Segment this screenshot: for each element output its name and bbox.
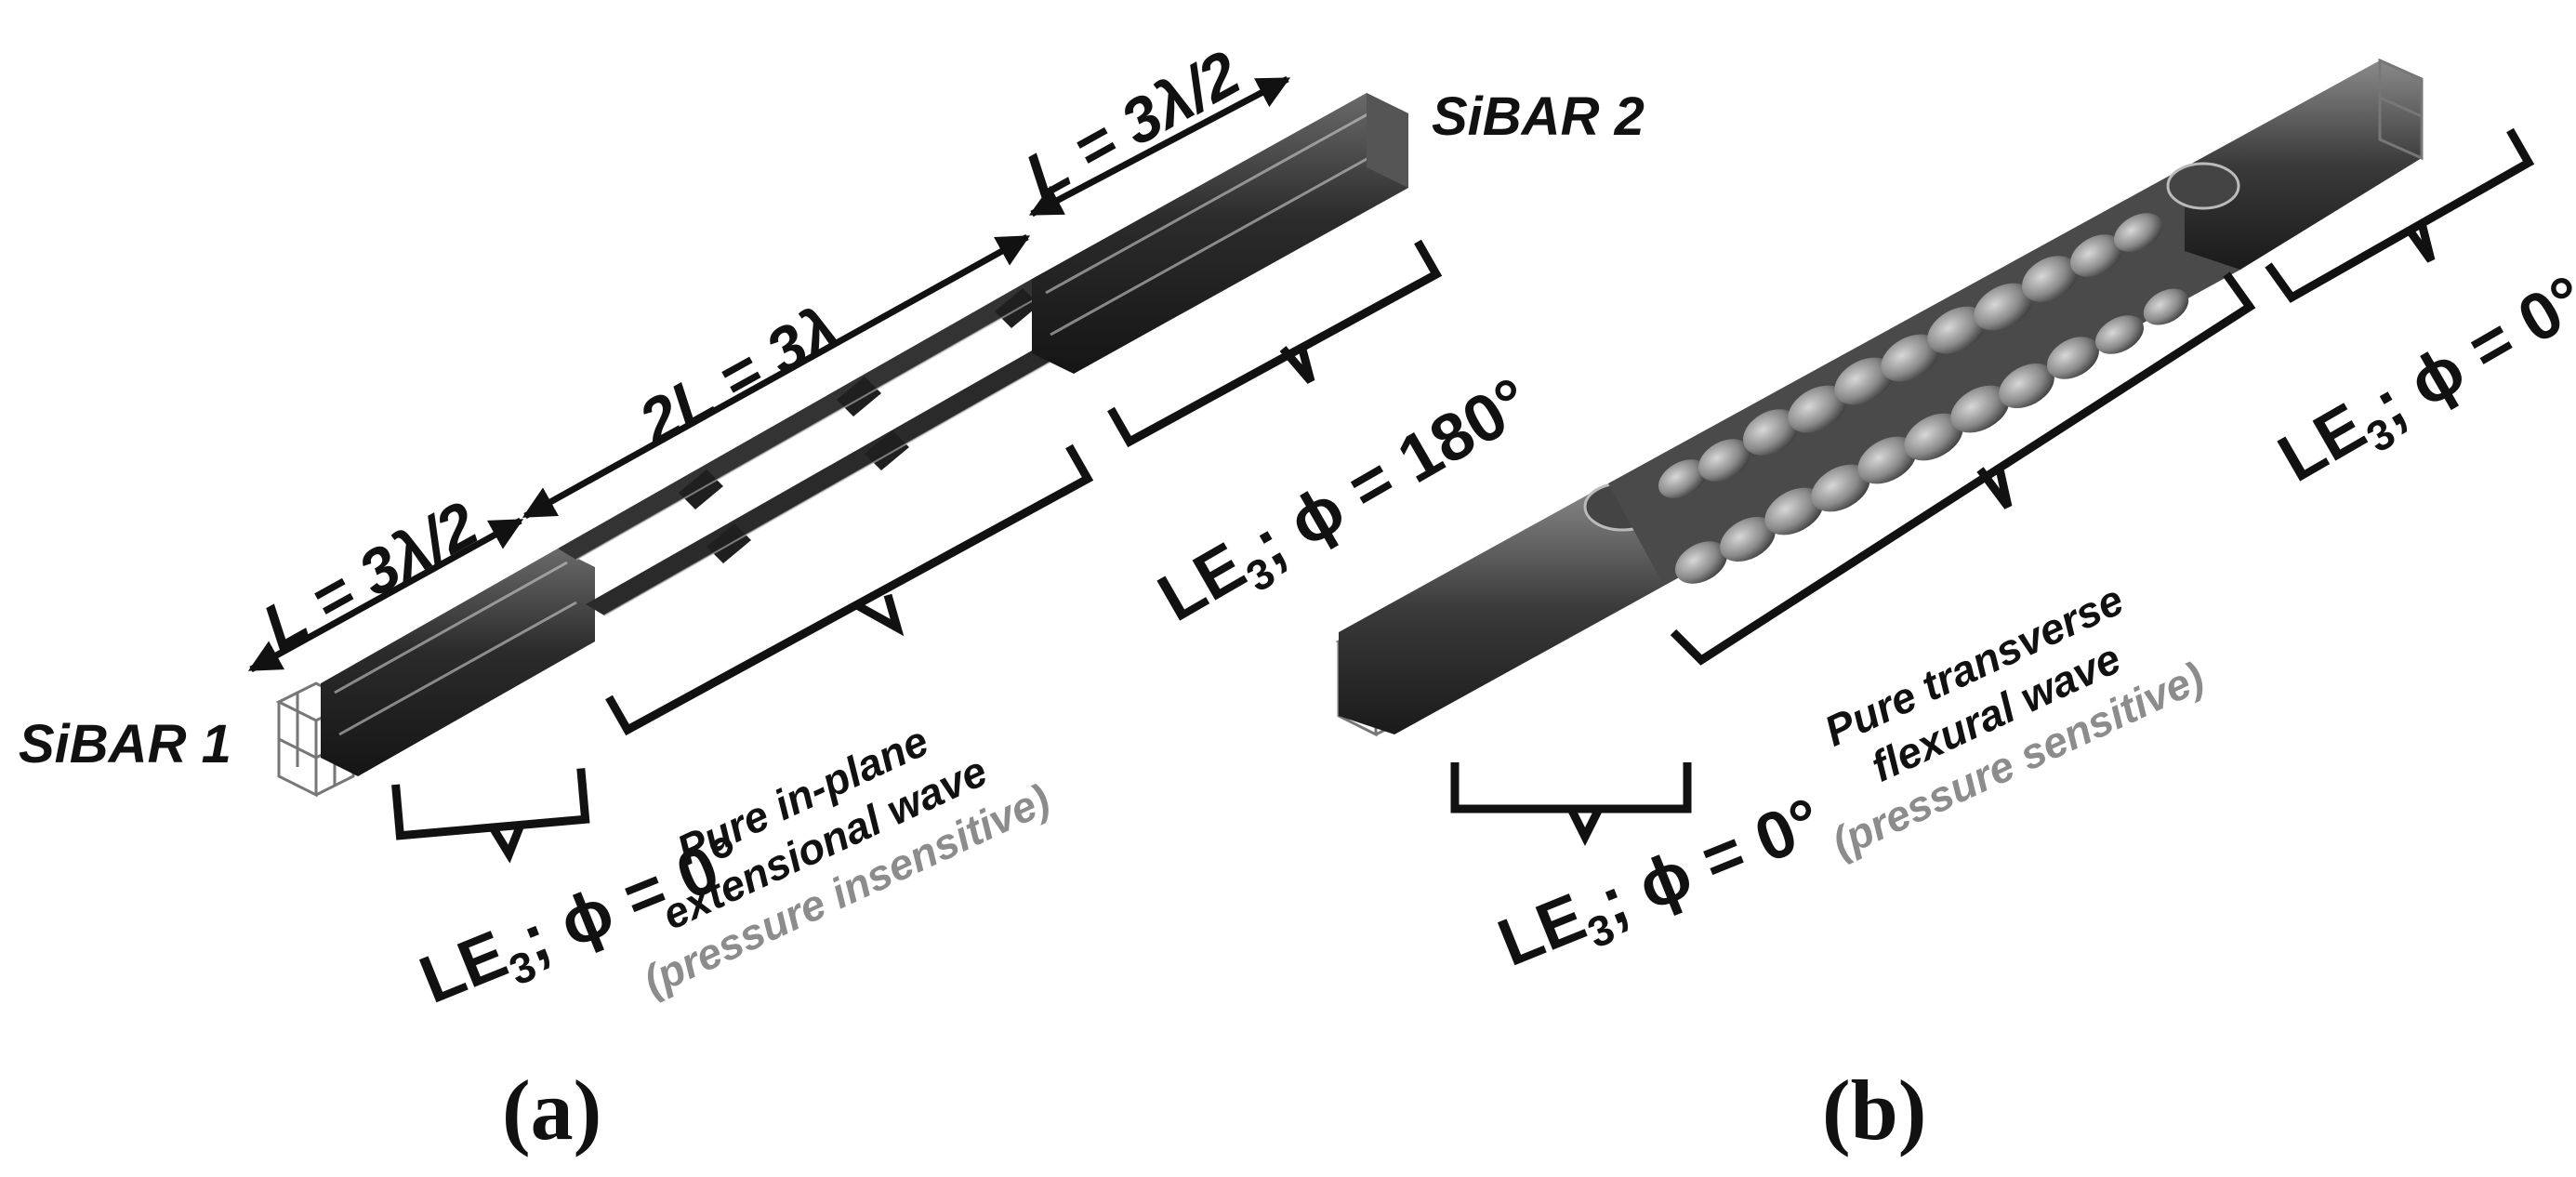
bracket-b-right	[2265, 127, 2535, 303]
bracket-a-right	[1107, 239, 1443, 448]
dimension-arrows	[247, 75, 1291, 673]
dim-right-arrow	[1028, 75, 1291, 218]
bracket-a-middle	[605, 443, 1094, 736]
panel-b-end-box-right	[2378, 58, 2424, 161]
panel-b-structure	[1335, 58, 2424, 737]
brackets-a	[391, 239, 1443, 864]
bracket-b-middle	[1670, 271, 2256, 666]
coupling-beam-lower	[586, 335, 1078, 615]
bracket-b-left	[1450, 762, 1692, 847]
dim-left-arrow	[247, 517, 524, 673]
panel-b-right-bar	[2185, 60, 2422, 270]
sibar2-body	[1032, 93, 1408, 374]
sibar1-label: SiBAR 1	[19, 714, 231, 774]
dim-mid-label: 2L = 3λ	[627, 293, 851, 460]
brackets-b	[1450, 127, 2535, 847]
mode-label-b-right: LE3; ϕ = 0°	[2266, 261, 2576, 504]
bracket-a-left	[391, 768, 590, 864]
wave-description-b: Pure transverse flexural wave (pressure …	[1817, 575, 2212, 866]
dim-mid-arrow	[522, 233, 1031, 520]
panel-a-structure	[275, 93, 1408, 798]
panel-b-label: (b)	[1822, 1063, 1926, 1157]
panel-a-label: (a)	[502, 1063, 601, 1157]
flexural-lobes	[1658, 213, 2189, 584]
mode-label-b-left: LE3; ϕ = 0°	[1488, 784, 1835, 989]
panel-b-left-bar	[1339, 483, 1664, 734]
wave-description-a: Pure in-plane extensional wave (pressure…	[636, 716, 1057, 1005]
sibar2-label: SiBAR 2	[1432, 86, 1645, 147]
